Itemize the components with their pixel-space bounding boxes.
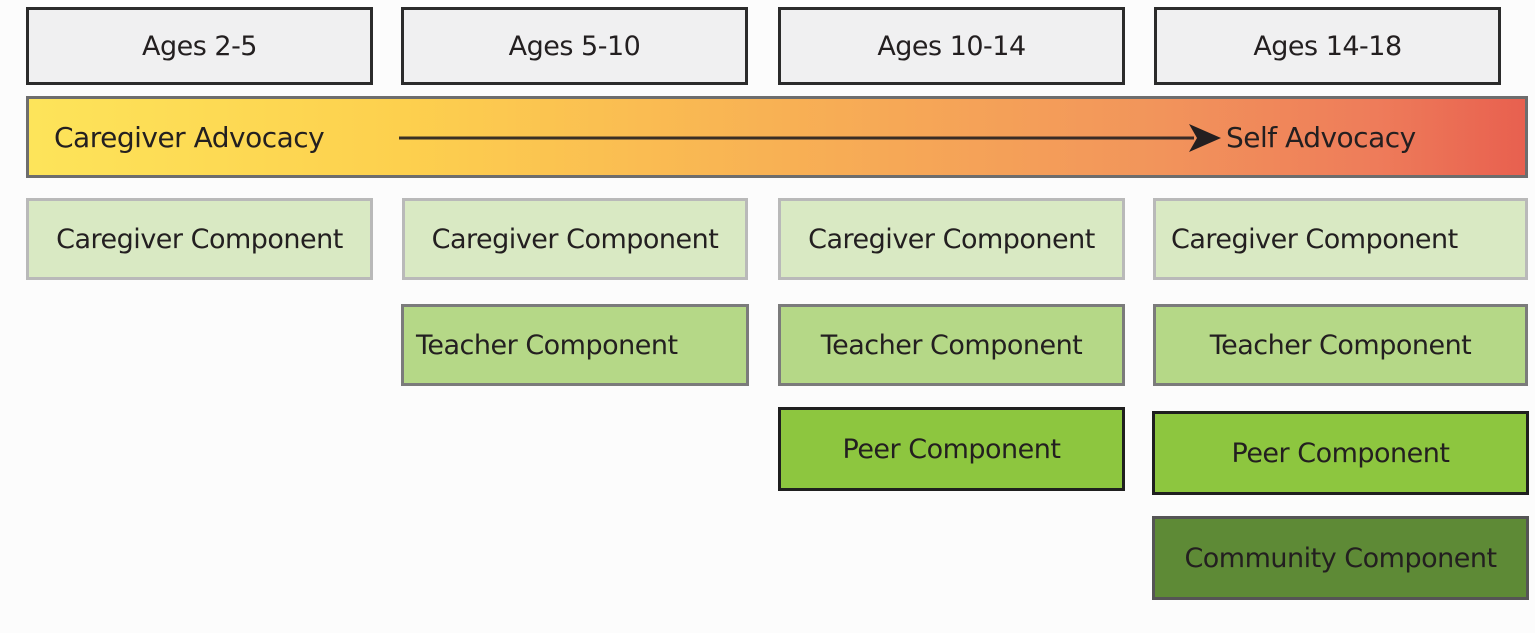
peer-component-ages-10-14: Peer Component (778, 407, 1125, 491)
teacher-component-ages-10-14: Teacher Component (778, 304, 1125, 386)
caregiver-advocacy-label: Caregiver Advocacy (54, 120, 325, 154)
peer-component-ages-14-18: Peer Component (1152, 411, 1529, 495)
self-advocacy-label: Self Advocacy (1226, 120, 1416, 154)
teacher-component-ages-14-18: Teacher Component (1153, 304, 1528, 386)
arrow-right-icon (399, 124, 1221, 152)
caregiver-component-ages-14-18: Caregiver Component (1153, 198, 1528, 280)
caregiver-component-ages-10-14: Caregiver Component (778, 198, 1125, 280)
teacher-component-ages-5-10: Teacher Component (401, 304, 749, 386)
community-component-ages-14-18: Community Component (1152, 516, 1529, 600)
age-header-2-5: Ages 2-5 (26, 7, 373, 85)
caregiver-component-ages-5-10: Caregiver Component (402, 198, 748, 280)
age-header-14-18: Ages 14-18 (1154, 7, 1501, 85)
age-header-10-14: Ages 10-14 (778, 7, 1125, 85)
advocacy-progression-bar: Caregiver Advocacy Self Advocacy (26, 96, 1528, 178)
age-header-5-10: Ages 5-10 (401, 7, 748, 85)
caregiver-component-ages-2-5: Caregiver Component (26, 198, 373, 280)
